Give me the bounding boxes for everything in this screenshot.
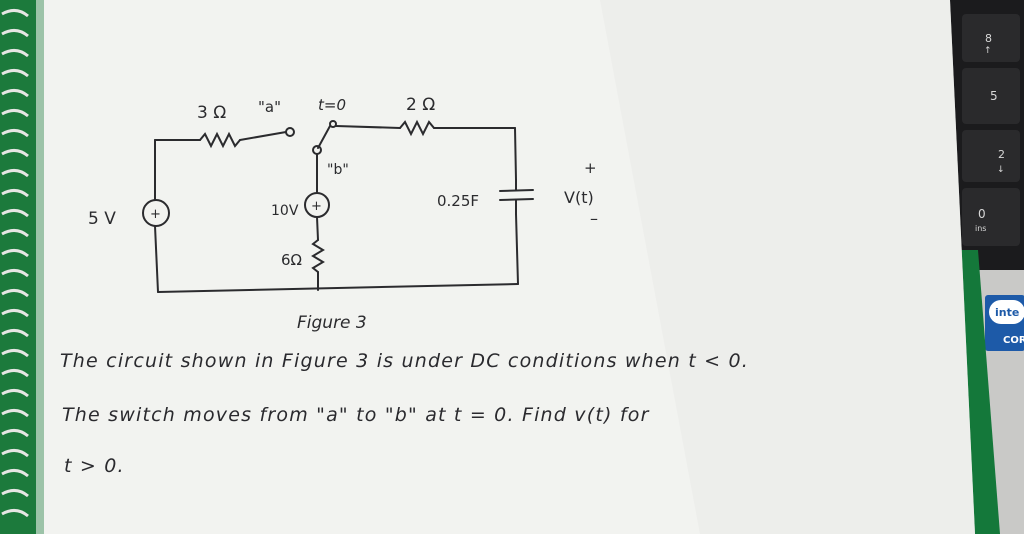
resistor-2ohm: [399, 119, 435, 137]
label-3ohm: 3 Ω: [197, 103, 226, 123]
problem-line-3: t > 0.: [64, 455, 125, 477]
label-5v: 5 V: [88, 209, 116, 229]
label-switch-a: "a": [258, 98, 281, 116]
key-2-arrow: ↓: [997, 165, 1005, 175]
source-5v-polarity: +: [150, 207, 161, 222]
problem-line-2: The switch moves from "a" to "b" at t = …: [62, 404, 650, 426]
problem-line-1: The circuit shown in Figure 3 is under D…: [60, 350, 750, 372]
wire-right: [514, 127, 517, 181]
switch-contact-a: [285, 127, 295, 137]
key-8: 8: [985, 32, 992, 45]
figure-caption: Figure 3: [297, 313, 367, 333]
label-capacitor: 0.25F: [437, 192, 479, 210]
wire-left-bottom: [154, 225, 159, 293]
circuit-diagram: [142, 119, 534, 293]
resistor-3ohm: [199, 131, 241, 149]
label-switch-time: t=0: [318, 96, 346, 114]
key-0: 0: [978, 207, 986, 221]
label-vt: V(t): [564, 188, 594, 207]
source-5v: [142, 199, 170, 227]
spiral-coils: [1, 9, 29, 518]
key-8-arrow: ↑: [984, 46, 992, 56]
label-6ohm: 6Ω: [281, 251, 302, 269]
wire-bottom: [157, 283, 519, 293]
key-5: 5: [990, 89, 998, 103]
switch-blade: [317, 125, 331, 149]
label-10v: 10V: [271, 203, 299, 219]
laptop-keys: [962, 14, 1020, 246]
label-v-minus: –: [590, 209, 598, 228]
intel-badge-sub: COR: [1003, 335, 1024, 346]
key-ins: ins: [975, 224, 986, 233]
source-10v-polarity: +: [311, 199, 322, 214]
label-2ohm: 2 Ω: [406, 95, 435, 115]
resistor-6ohm: [311, 239, 325, 273]
key-2: 2: [998, 148, 1005, 161]
intel-badge: [985, 295, 1024, 351]
switch-contact-top: [329, 120, 337, 128]
label-switch-b: "b": [327, 162, 349, 178]
label-v-plus: +: [584, 159, 597, 177]
intel-badge-text: inte: [995, 306, 1019, 319]
